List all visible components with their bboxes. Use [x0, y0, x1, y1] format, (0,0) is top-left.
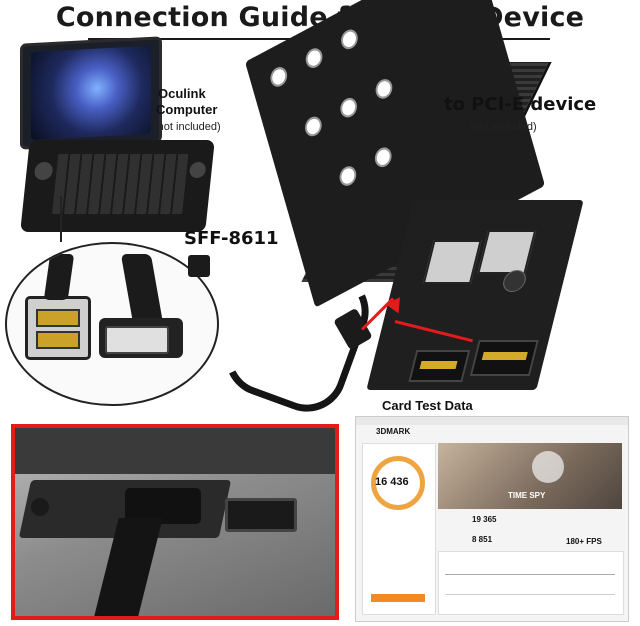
sata-data-port	[408, 350, 471, 382]
device-label-note: (not included)	[470, 121, 537, 133]
wallpaper-art	[31, 45, 151, 141]
score-panel: 16 436	[362, 443, 436, 615]
cpu-score: 8 851	[472, 535, 493, 544]
compare-button	[371, 594, 425, 602]
plug-shell	[105, 326, 169, 354]
cable-end-connector-left	[188, 255, 210, 277]
mount-hole	[337, 162, 359, 190]
laptop-lid	[15, 428, 335, 474]
connector-closeup	[5, 242, 219, 406]
device-label: to PCI-E device	[444, 94, 597, 115]
joystick-icon	[188, 162, 207, 178]
mount-hole	[338, 26, 360, 53]
mount-hole	[303, 45, 325, 72]
mount-hole	[268, 63, 290, 90]
oculink-plug	[99, 318, 183, 358]
graph-baseline	[445, 594, 615, 595]
plug-cable	[120, 254, 164, 324]
benchmark-screenshot: 3DMARK 16 436 TIME SPY 19 365 8 851 180+…	[355, 416, 629, 622]
dpad-icon	[33, 162, 54, 180]
mount-hole	[372, 144, 394, 171]
port-slot-top	[36, 309, 80, 327]
sff-port-2	[477, 230, 537, 274]
computer-label-line1: Oculink	[158, 86, 206, 101]
oculink-port	[25, 296, 91, 360]
laptop-port-photo	[11, 424, 339, 620]
graph-line	[445, 574, 615, 575]
mount-hole	[302, 113, 324, 140]
sata-data-contacts	[419, 361, 458, 369]
laptop-keyboard-image	[20, 140, 215, 232]
mount-hole	[373, 75, 395, 102]
brand-logo: 3DMARK	[376, 427, 411, 436]
overall-score: 16 436	[375, 476, 409, 488]
bench-name: TIME SPY	[508, 491, 546, 500]
benchmark-gauge	[371, 456, 425, 510]
laptop-screen-image	[20, 36, 162, 150]
cable-label: SFF-8611	[184, 228, 279, 249]
port-cable	[43, 254, 75, 300]
audio-jack	[31, 498, 49, 516]
port-slot-bottom	[36, 331, 80, 349]
sata-contacts	[481, 352, 528, 360]
clock-icon	[532, 451, 564, 483]
performance-graph	[438, 551, 624, 615]
hdmi-port	[225, 498, 297, 532]
sff-port-1	[422, 240, 482, 284]
sata-power-port	[469, 340, 539, 376]
window-titlebar	[356, 417, 628, 425]
mount-hole	[338, 94, 360, 121]
graphics-score: 19 365	[472, 515, 497, 524]
pointer-line	[60, 196, 62, 242]
computer-label-note: (not included)	[154, 121, 221, 133]
computer-label-line2: Computer	[156, 102, 218, 117]
fps-value: 180+ FPS	[566, 537, 602, 546]
keyboard-keys	[52, 154, 189, 214]
test-label: Card Test Data	[382, 398, 473, 413]
benchmark-banner: TIME SPY	[438, 443, 622, 509]
